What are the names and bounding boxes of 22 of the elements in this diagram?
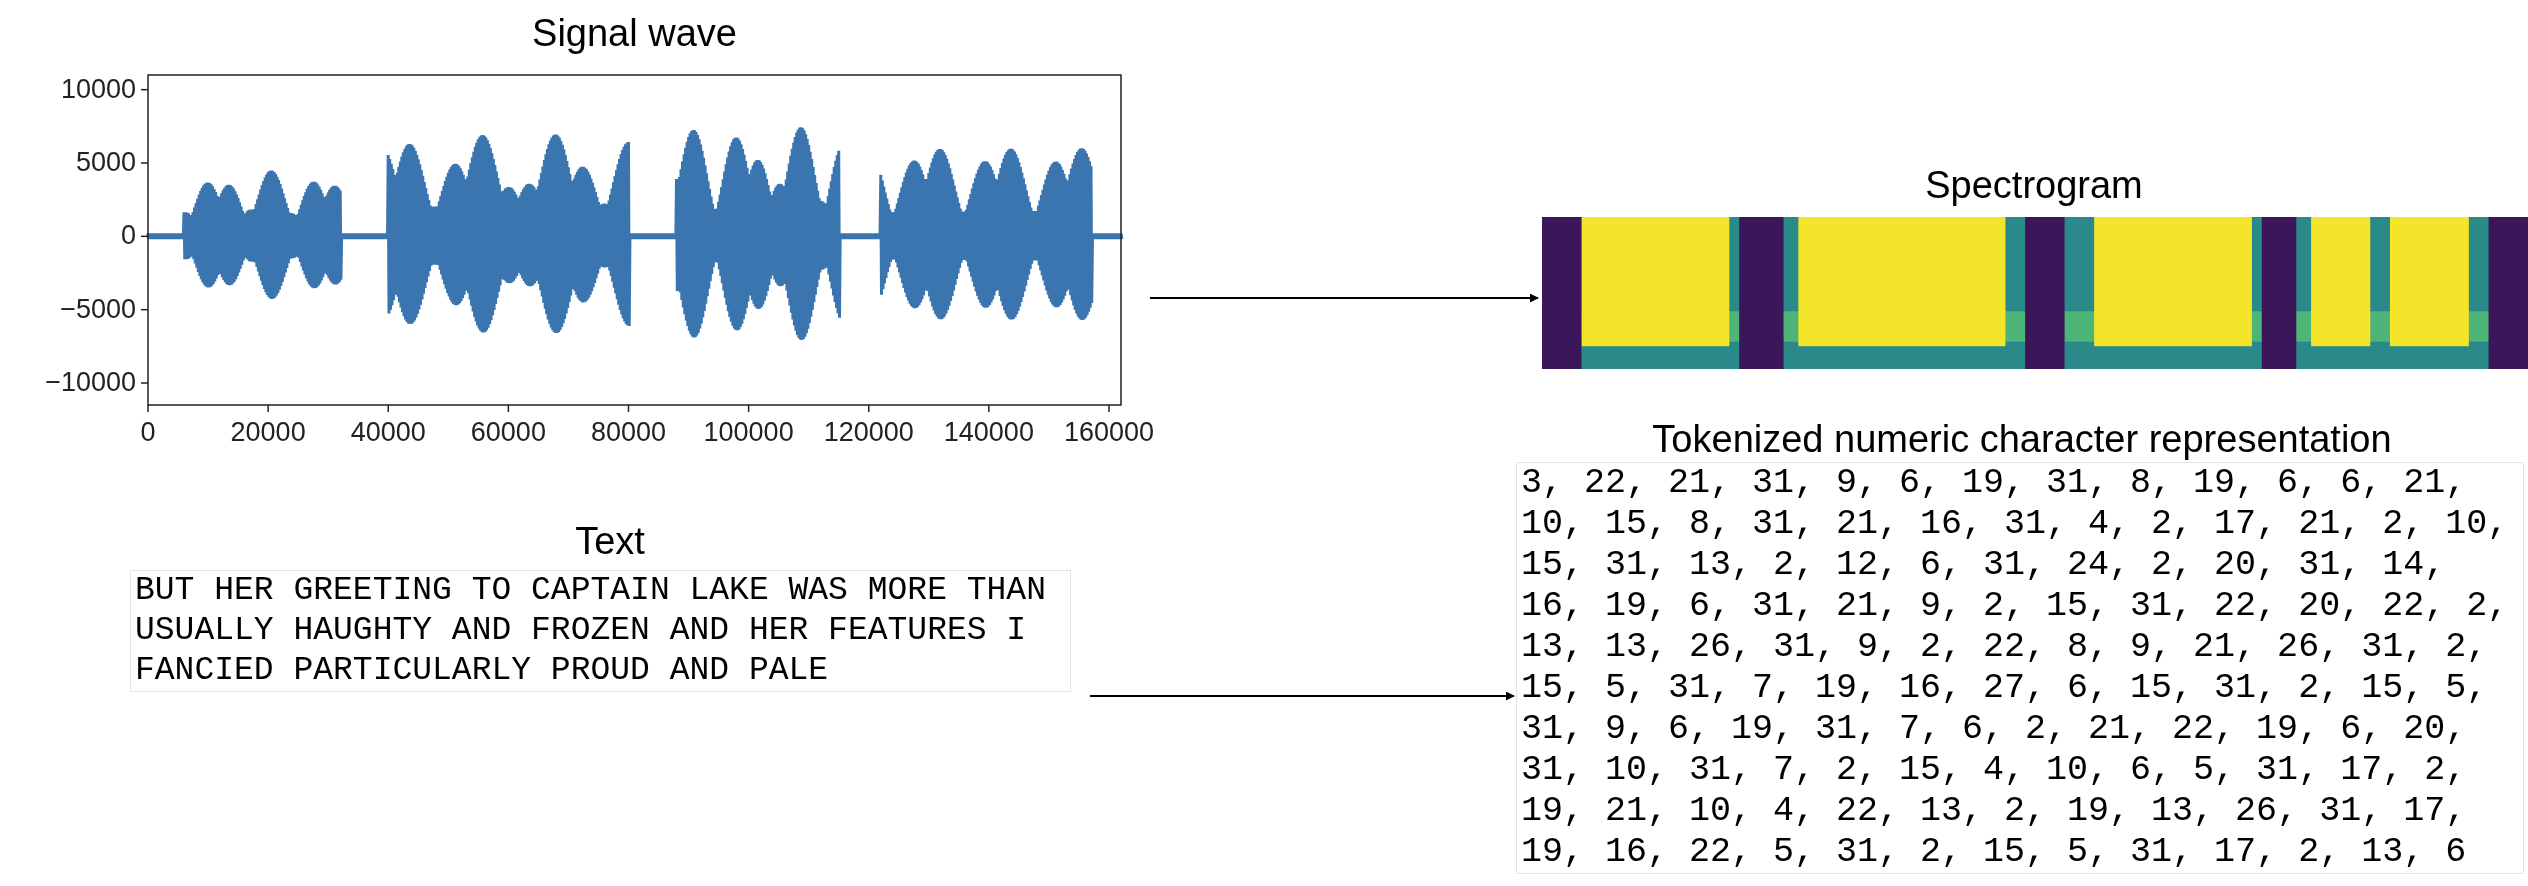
- axis-tick-label: 5000: [75, 147, 136, 178]
- axis-tick-label: 100000: [703, 417, 794, 448]
- axis-tick-label: 40000: [350, 417, 426, 448]
- axis-tick-label: 0: [140, 417, 156, 448]
- axis-tick-label: 0: [120, 220, 136, 252]
- chart-title: Signal wave: [531, 12, 738, 55]
- axis-tick-label: 10000: [60, 73, 136, 105]
- section-heading: Text: [574, 520, 646, 563]
- arrow: [1089, 691, 1515, 701]
- image-title: Spectrogram: [1924, 164, 2144, 207]
- section-heading: Tokenized numeric character representation: [1651, 418, 2393, 461]
- axis-tick-label: 60000: [470, 417, 546, 448]
- axis-tick-label: 160000: [1063, 417, 1155, 448]
- axis-tick-label: −10000: [45, 367, 136, 398]
- text-block: BUT HER GREETING TO CAPTAIN LAKE WAS MORE THAN USUALLY HAUGHTY AND FROZEN AND HER FEATURES I FANCIED PARTICULARLY PROUD AND PALE: [130, 570, 1071, 692]
- axis-tick-label: 140000: [943, 417, 1034, 448]
- arrow: [1149, 293, 1539, 303]
- axis-tick-label: 80000: [590, 417, 667, 448]
- axis-tick-label: 20000: [230, 417, 306, 448]
- axis-tick-label: 120000: [823, 417, 914, 448]
- axis-tick-label: −5000: [60, 293, 136, 325]
- text-block: 3, 22, 21, 31, 9, 6, 19, 31, 8, 19, 6, 6, 21, 10, 15, 8, 31, 21, 16, 31, 4, 2, 17, 21, 2, 10, 15, 31, 13, 2, 12, 6, 31, 24, 2, 20, 31, 14, 16, 19, 6, 31, 21, 9, 2, 15, 31, 22, 20, 22, 2, 13, 13, 26, 31, 9, 2, 22, 8, 9, 21, 26, 31, 2, 15, 5, 31, 7, 19, 16, 27, 6, 15, 31, 2, 15, 5, 31, 9, 6, 19, 31, 7, 6, 2, 21, 22, 19, 6, 20, 31, 10, 31, 7, 2, 15, 4, 10, 6, 5, 31, 17, 2, 19, 21, 10, 4, 22, 13, 2, 19, 13, 26, 31, 17, 19, 16, 22, 5, 31, 2, 15, 5, 31, 17, 2, 13, 6: [1516, 462, 2524, 874]
